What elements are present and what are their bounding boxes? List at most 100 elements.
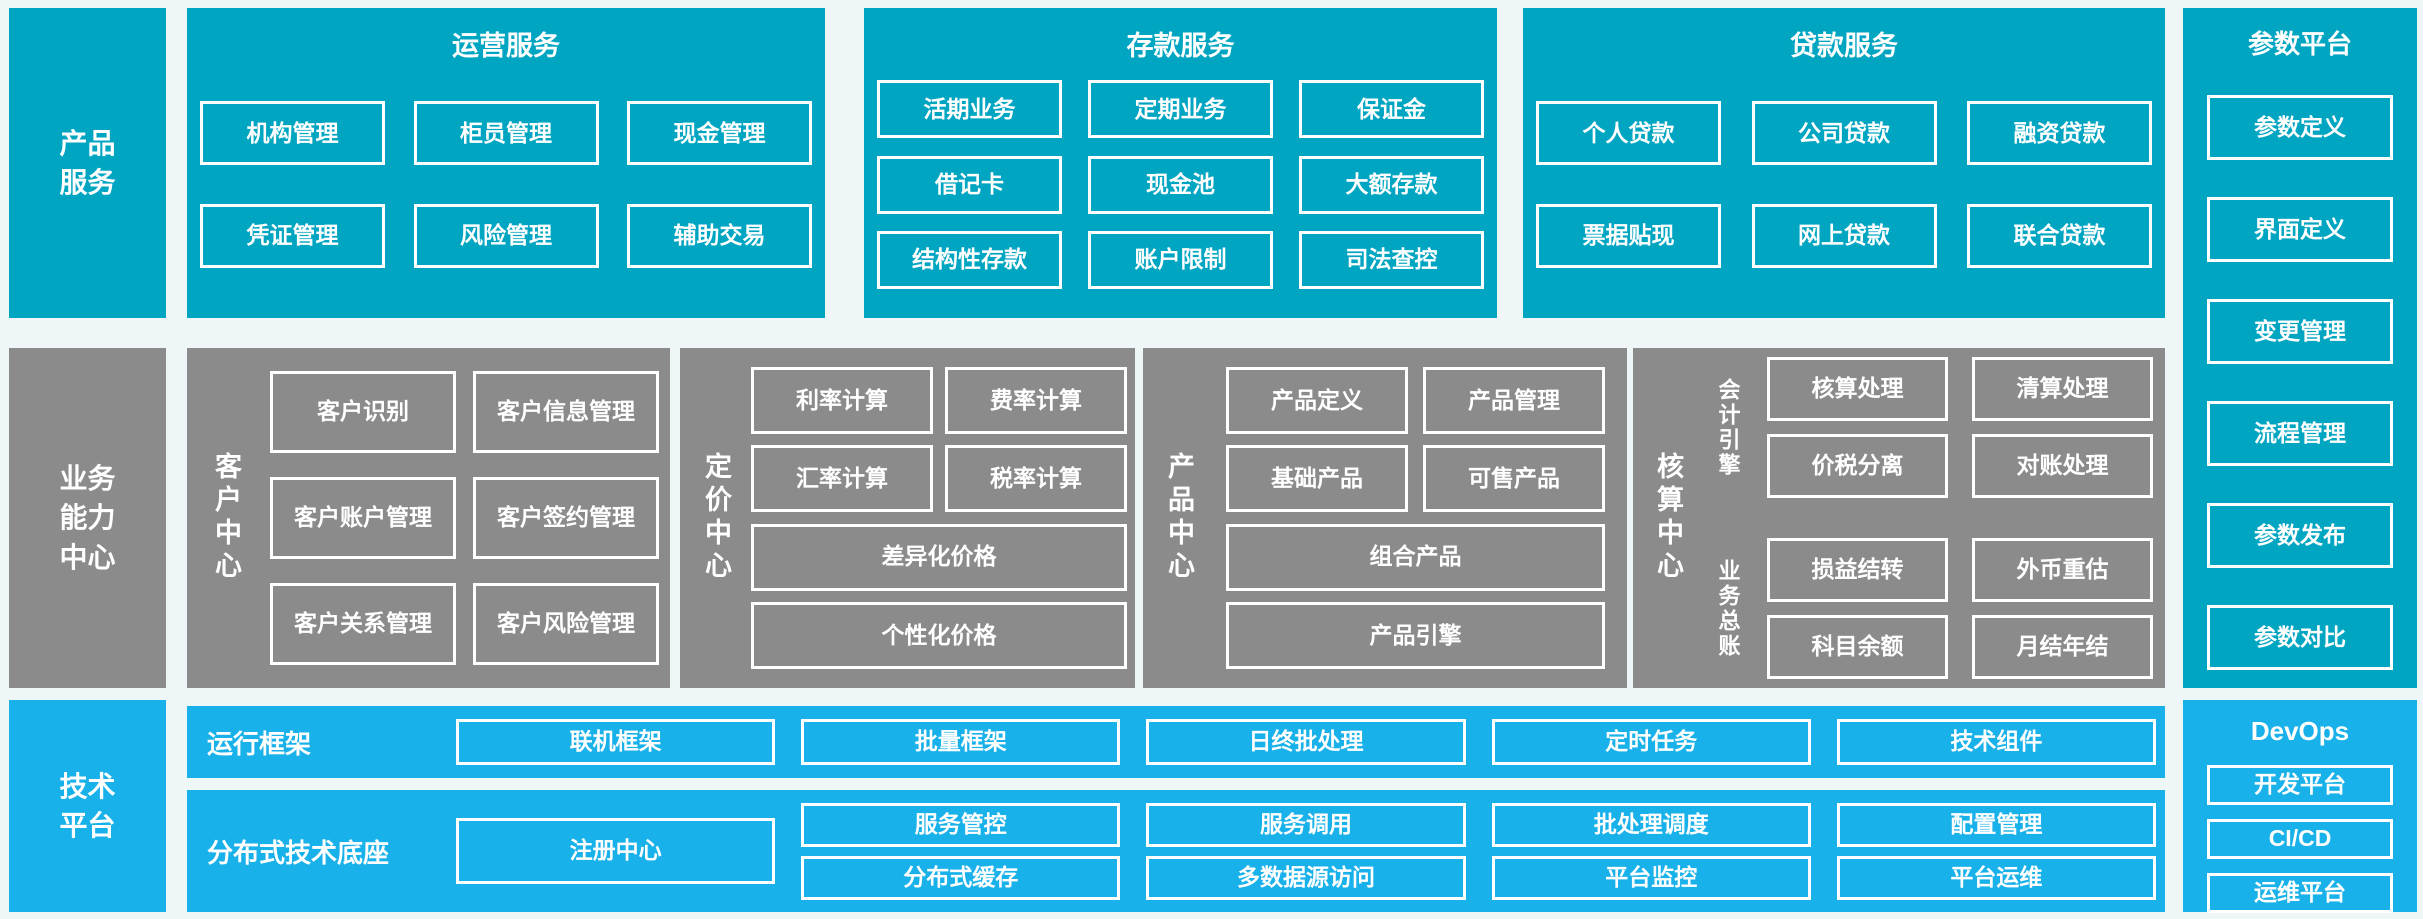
block-vertical-title: 客户中心 [211,452,241,584]
diagram-box: 机构管理 [200,101,385,166]
diagram-box: 界面定义 [2207,197,2393,262]
diagram-box: 活期业务 [877,80,1062,139]
diagram-box: 配置管理 [1836,802,2156,847]
block-deposit-services: 存款服务 活期业务 定期业务 保证金 借记卡 现金池 大额存款 结构性存款 账户… [864,8,1497,318]
diagram-box: 借记卡 [877,155,1062,214]
diagram-box: 定时任务 [1491,719,1811,765]
rail-label-product-services: 产品 服务 [9,8,166,318]
diagram-box: 价税分离 [1767,434,1948,498]
group-vertical-title: 业务总账 [1715,558,1741,659]
diagram-box: 风险管理 [413,203,599,268]
diagram-box: 辅助交易 [627,203,812,268]
block-accounting-center: 核算中心 会计引擎 核算处理 清算处理 价税分离 对账处理 业务总账 损益结转 [1633,348,2165,688]
diagram-box: 大额存款 [1299,155,1484,214]
rail-label-text: 技术 平台 [59,770,116,841]
diagram-box: 现金管理 [627,101,812,166]
diagram-box: 外币重估 [1972,538,2153,602]
diagram-box: 公司贷款 [1751,101,1937,166]
rail-label-business-capability-center: 业务 能力 中心 [9,348,166,688]
diagram-box: 费率计算 [945,367,1127,435]
diagram-box: 对账处理 [1972,434,2153,498]
diagram-box: 票据贴现 [1536,203,1721,268]
diagram-box: 结构性存款 [877,230,1062,289]
diagram-box: 组合产品 [1226,523,1605,591]
diagram-box: 现金池 [1088,155,1273,214]
diagram-box: 产品定义 [1226,367,1408,435]
diagram-box: 科目余额 [1767,615,1948,679]
diagram-box: 差异化价格 [751,523,1127,591]
diagram-box: 日终批处理 [1146,719,1466,765]
rail-label-tech-platform: 技术 平台 [9,700,166,912]
diagram-box: 客户风险管理 [473,583,659,665]
diagram-box: 网上贷款 [1751,203,1937,268]
diagram-box: 可售产品 [1423,445,1605,513]
block-loan-services: 贷款服务 个人贷款 公司贷款 融资贷款 票据贴现 网上贷款 联合贷款 [1523,8,2165,318]
diagram-box: 清算处理 [1972,357,2153,421]
diagram-box: 凭证管理 [200,203,385,268]
diagram-box: 平台运维 [1836,855,2156,900]
diagram-box: 客户签约管理 [473,477,659,559]
block-parameter-platform: 参数平台 参数定义 界面定义 变更管理 流程管理 参数发布 参数对比 [2183,8,2417,688]
block-vertical-title: 定价中心 [701,452,731,584]
diagram-box: 核算处理 [1767,357,1948,421]
diagram-box: 税率计算 [945,445,1127,513]
diagram-box: 流程管理 [2207,401,2393,466]
block-vertical-title: 产品中心 [1164,452,1194,584]
rail-label-text: 业务 能力 中心 [59,463,116,573]
diagram-box: 月结年结 [1972,615,2153,679]
group-vertical-title: 会计引擎 [1715,377,1741,478]
diagram-box: 损益结转 [1767,538,1948,602]
rail-label-text: 产品 服务 [59,127,116,198]
diagram-box: 分布式缓存 [801,855,1121,900]
diagram-box: 客户识别 [270,371,456,453]
diagram-box: 运维平台 [2207,873,2393,913]
block-title: DevOps [2250,716,2350,746]
diagram-box: 利率计算 [751,367,933,435]
diagram-box: 保证金 [1299,80,1484,139]
diagram-box: 定期业务 [1088,80,1273,139]
diagram-box: 技术组件 [1836,719,2157,765]
diagram-box: 批量框架 [801,719,1121,765]
band-title: 分布式技术底座 [207,837,390,868]
diagram-box: 参数定义 [2207,95,2393,160]
block-vertical-title: 核算中心 [1653,452,1683,584]
diagram-box: 注册中心 [456,818,776,884]
diagram-box: 个人贷款 [1536,101,1721,166]
diagram-box: 个性化价格 [751,601,1127,669]
block-customer-center: 客户中心 客户识别 客户信息管理 客户账户管理 客户签约管理 客户关系管理 客户… [187,348,670,688]
diagram-box: 变更管理 [2207,299,2393,364]
block-operations-services: 运营服务 机构管理 柜员管理 现金管理 凭证管理 风险管理 辅助交易 [187,8,825,318]
diagram-box: 客户关系管理 [270,583,456,665]
block-title: 参数平台 [2247,29,2352,59]
block-title: 贷款服务 [1790,31,1898,61]
block-devops: DevOps 开发平台 CI/CD 运维平台 [2183,700,2417,913]
diagram-box: 产品引擎 [1226,601,1605,669]
diagram-box: 批处理调度 [1491,802,1811,847]
band-title: 运行框架 [207,728,312,759]
diagram-box: CI/CD [2207,819,2393,859]
block-pricing-center: 定价中心 利率计算 费率计算 汇率计算 税率计算 差异化价格 个性化价格 [680,348,1135,688]
diagram-box: 柜员管理 [413,101,599,166]
block-title: 存款服务 [1126,31,1235,61]
diagram-box: 平台监控 [1491,855,1811,900]
diagram-box: 服务管控 [801,802,1121,847]
block-product-center: 产品中心 产品定义 产品管理 基础产品 可售产品 组合产品 产品引擎 [1143,348,1627,688]
diagram-box: 服务调用 [1146,802,1466,847]
diagram-box: 开发平台 [2207,765,2393,805]
diagram-box: 客户信息管理 [473,371,659,453]
band-distributed-tech-base: 分布式技术底座 注册中心 服务管控 服务调用 批处理调度 配置管理 分布式缓存 … [187,790,2165,912]
diagram-box: 产品管理 [1423,367,1605,435]
diagram-box: 参数发布 [2207,503,2393,568]
band-runtime-framework: 运行框架 联机框架 批量框架 日终批处理 定时任务 技术组件 [187,706,2165,778]
diagram-box: 参数对比 [2207,605,2393,670]
diagram-box: 汇率计算 [751,445,933,513]
diagram-box: 司法查控 [1299,230,1484,289]
diagram-box: 客户账户管理 [270,477,456,559]
diagram-box: 多数据源访问 [1146,855,1466,900]
diagram-box: 基础产品 [1226,445,1408,513]
diagram-box: 联合贷款 [1967,203,2152,268]
block-title: 运营服务 [452,31,560,61]
diagram-box: 融资贷款 [1967,101,2152,166]
diagram-box: 账户限制 [1088,230,1273,289]
